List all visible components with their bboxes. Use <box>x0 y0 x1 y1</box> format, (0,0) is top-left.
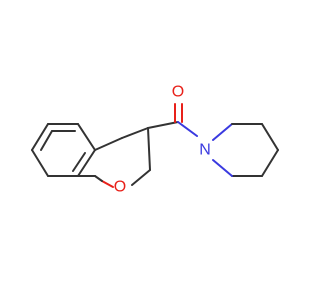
double-bond-inner <box>72 152 86 172</box>
bond <box>261 149 279 177</box>
double-bond-inner <box>40 130 53 151</box>
bond <box>31 123 49 151</box>
bond <box>121 127 149 139</box>
benzene-ring <box>31 123 96 177</box>
bond-to-oxygen <box>101 180 114 188</box>
amide-group <box>147 103 198 137</box>
bond <box>261 123 279 151</box>
bond-to-nitrogen <box>212 159 233 177</box>
bond <box>94 137 123 151</box>
nitrogen-label: N <box>199 142 211 159</box>
bond <box>77 123 96 151</box>
bond-to-nitrogen <box>177 121 198 137</box>
carbonyl-oxygen-label: O <box>172 84 184 101</box>
piperidine-ring <box>212 123 279 177</box>
pyran-ring <box>77 127 151 188</box>
bond <box>147 127 151 171</box>
bond <box>77 149 96 177</box>
bond <box>94 175 103 182</box>
molecule-structure: O O N <box>31 84 279 196</box>
ring-oxygen-label: O <box>114 179 126 196</box>
bond <box>131 169 151 186</box>
bond <box>31 149 49 177</box>
bond-to-nitrogen <box>212 123 233 141</box>
structure-canvas: O O N <box>31 84 279 196</box>
bond <box>147 121 179 129</box>
